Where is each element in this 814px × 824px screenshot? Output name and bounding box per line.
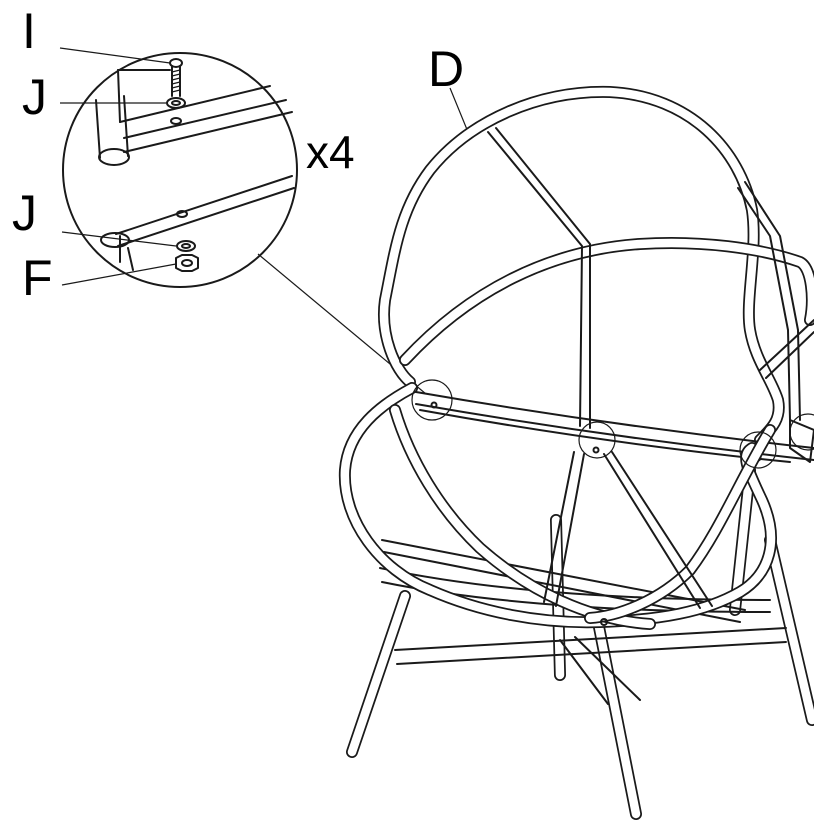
backrest-loop [378,85,785,446]
detail-upper-rail [117,69,293,153]
joint-marker-4 [789,413,814,451]
washer-bottom-icon [176,240,196,252]
chair-legs [346,464,814,820]
label-frame: D [428,41,464,97]
joint-marker-1 [411,379,453,421]
label-nut: F [22,250,53,306]
base-bolt-hole [600,618,608,626]
quantity-label: x4 [306,126,355,178]
detail-leg-stub [95,95,130,166]
washer-top-icon [166,97,186,109]
joint-marker-2 [578,421,616,459]
back-stays [487,127,814,429]
label-bolt: I [22,3,36,59]
label-washer-bottom: J [12,185,37,241]
bolt-icon [169,58,183,97]
leader-lines [59,47,469,395]
joint-markers [411,379,814,469]
rail-hole-upper [170,117,182,125]
seat-bowl-loop [338,382,777,630]
joint-marker-3 [739,431,777,469]
chair-frame [338,85,814,820]
seat-stays [543,451,713,609]
back-inner-curve [399,236,814,366]
nut-icon [175,254,199,272]
label-washer-top: J [22,69,47,125]
detail-circle [62,52,298,288]
rail-hole-lower [176,210,188,218]
detail-lower-rail [100,175,295,271]
detail-inset [62,52,298,288]
